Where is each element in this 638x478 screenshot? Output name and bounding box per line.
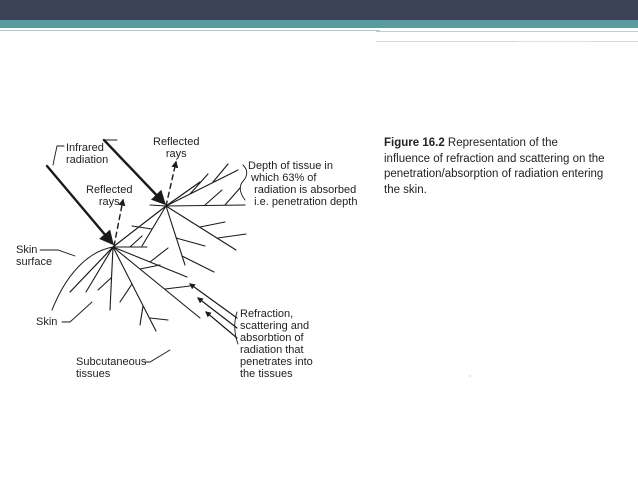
slide-header-rule-thin [376,41,516,42]
leader-subcutaneous [143,349,171,363]
slide-header-rule-thin-right [590,41,638,42]
figure-caption: Figure 16.2 Representation of the influe… [384,136,606,198]
reflected-ray-left [113,198,126,247]
label-skin-surface: Skin surface [16,244,53,268]
label-reflected-rays-left: Reflected rays [86,184,133,208]
penetration-arrow-2 [197,297,238,329]
label-skin: Skin [36,316,58,328]
slide-header-rule [0,30,380,31]
label-refraction: Refraction, scattering and absorbtion of… [240,308,313,380]
scatter-tree-upper [131,163,247,273]
label-subcutaneous-tissues: Subcutaneous tissues [76,356,147,380]
infrared-ray-right [102,138,166,206]
label-reflected-rays-top: Reflected rays [153,136,200,160]
figure-caption-text: Representation of the influence of refra… [384,137,605,196]
depth-bracket [239,164,248,201]
infrared-ray-left [45,164,114,246]
label-depth-of-tissue: Depth of tissue in which 63% of radiatio… [248,160,358,208]
label-infrared-radiation: Infrared radiation [66,142,109,166]
penetration-depth-curve [51,246,114,311]
reflected-ray-top [165,160,179,207]
penetration-arrow-3 [205,311,238,339]
skin-surface-line [69,181,201,293]
refraction-bracket [234,311,239,345]
penetration-arrow-1 [189,283,238,319]
scatter-tree-lower [85,235,201,332]
slide-header-bar [0,0,638,20]
leader-infrared [52,145,65,166]
stray-dot [469,375,471,377]
slide-header-accent [0,20,638,28]
leader-skin-surface [39,249,76,257]
leader-skin [61,301,93,323]
figure-caption-number: Figure 16.2 [384,137,445,149]
